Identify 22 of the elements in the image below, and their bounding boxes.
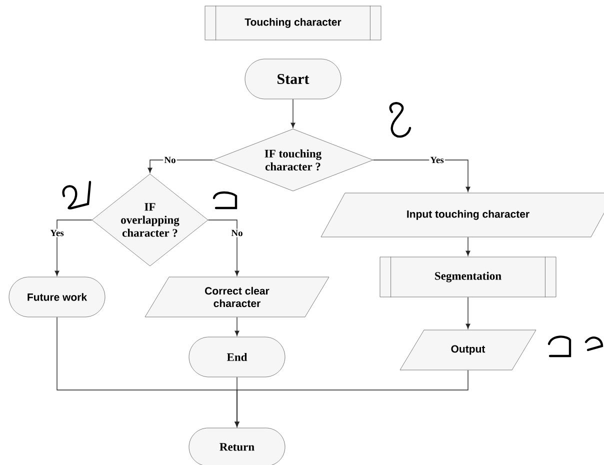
data-parallelogram: Correct clear character [144,276,330,318]
arrow [54,220,92,276]
arrow [208,220,240,276]
arrow [372,160,470,192]
data-parallelogram: Input touching character [320,192,604,238]
edge-label: Yes [429,156,445,164]
edge-label: No [230,228,244,238]
arrow [148,160,214,173]
subprocess-box: Segmentation [380,256,556,298]
edge-label: No [163,156,177,164]
terminal-box: End [188,336,286,378]
edge-label: Yes [49,228,65,238]
arrow [466,296,470,329]
arrow [234,370,468,427]
arrow [466,236,470,256]
arrow [234,316,240,336]
terminal-box: Start [244,58,342,100]
terminal-box: Future work [8,276,106,318]
subprocess-box: Touching character [204,6,382,40]
data-parallelogram: Output [400,330,536,370]
arrow [290,98,296,128]
terminal-box: Return [188,428,286,465]
